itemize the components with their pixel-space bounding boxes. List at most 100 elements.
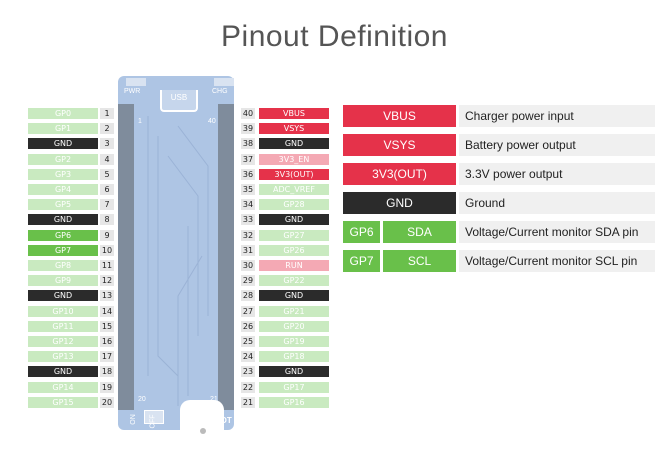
- legend-description: Voltage/Current monitor SCL pin: [459, 250, 655, 272]
- legend-swatch: VSYS: [343, 134, 456, 156]
- legend-swatch: GP7: [343, 250, 380, 272]
- left-pin-number: 18: [100, 366, 114, 378]
- left-pin-label: GND: [28, 138, 98, 150]
- left-pin-label: GP6: [28, 229, 98, 241]
- right-pin-label: GP19: [259, 336, 329, 347]
- legend-swatch: VBUS: [343, 105, 456, 127]
- right-pin-number: 38: [241, 138, 255, 150]
- right-pin-number: 31: [241, 244, 255, 256]
- corner-20-label: 20: [138, 396, 146, 403]
- left-pin-number: 11: [100, 260, 114, 271]
- left-pin-label: GND: [28, 290, 98, 302]
- left-pin-label: GP3: [28, 168, 98, 180]
- right-pin-number: 35: [241, 184, 255, 195]
- right-pin-label: GND: [259, 290, 329, 302]
- right-pin-number: 34: [241, 199, 255, 211]
- legend-swatch: 3V3(OUT): [343, 163, 456, 185]
- left-pin-label: GP1: [28, 123, 98, 135]
- right-pin-number: 23: [241, 366, 255, 378]
- right-pin-number: 26: [241, 320, 255, 332]
- right-pin-label: GND: [259, 366, 329, 378]
- left-pin-label: GND: [28, 366, 98, 378]
- page-title: Pinout Definition: [221, 20, 448, 53]
- left-pin-number: 1: [100, 108, 114, 119]
- right-pin-number: 21: [241, 396, 255, 408]
- pwr-label: PWR: [124, 88, 141, 95]
- left-pin-number: 14: [100, 305, 114, 317]
- left-header-strip: [118, 104, 134, 410]
- right-pin-number: 39: [241, 123, 255, 135]
- legend-description: Battery power output: [459, 134, 655, 156]
- legend-description: Charger power input: [459, 105, 655, 127]
- right-header-strip: [218, 104, 234, 410]
- left-pin-number: 7: [100, 199, 114, 211]
- right-pin-label: GP17: [259, 381, 329, 393]
- right-pin-number: 30: [241, 260, 255, 271]
- usb-connector: USB: [160, 90, 198, 112]
- left-pin-label: GP15: [28, 396, 98, 408]
- legend-description: Ground: [459, 192, 655, 214]
- left-pin-number: 9: [100, 229, 114, 241]
- right-pin-number: 29: [241, 275, 255, 287]
- left-pin-label: GP5: [28, 199, 98, 211]
- left-pin-number: 16: [100, 336, 114, 347]
- left-pin-label: GP7: [28, 244, 98, 256]
- right-pin-label: GP28: [259, 199, 329, 211]
- right-pin-label: 3V3(OUT): [259, 168, 329, 180]
- left-pin-label: GP0: [28, 108, 98, 119]
- right-pin-label: GP20: [259, 320, 329, 332]
- left-pin-number: 13: [100, 290, 114, 302]
- left-pin-number: 4: [100, 153, 114, 165]
- legend-description: 3.3V power output: [459, 163, 655, 185]
- legend-swatch: SDA: [383, 221, 456, 243]
- board: [118, 76, 234, 430]
- right-pin-number: 25: [241, 336, 255, 347]
- chg-led: [214, 78, 234, 86]
- left-pin-label: GP9: [28, 275, 98, 287]
- right-pin-label: VBUS: [259, 108, 329, 119]
- right-pin-number: 37: [241, 153, 255, 165]
- legend-swatch: GP6: [343, 221, 380, 243]
- pwr-led: [126, 78, 146, 86]
- left-pin-label: GP8: [28, 260, 98, 271]
- corner-1-label: 1: [138, 118, 142, 125]
- off-label: OFF: [149, 414, 157, 429]
- left-pin-number: 17: [100, 351, 114, 363]
- right-pin-label: GP16: [259, 396, 329, 408]
- right-pin-label: ADC_VREF: [259, 184, 329, 195]
- left-pin-label: GP14: [28, 381, 98, 393]
- left-pin-number: 12: [100, 275, 114, 287]
- right-pin-label: GP27: [259, 229, 329, 241]
- right-pin-number: 22: [241, 381, 255, 393]
- right-pin-number: 28: [241, 290, 255, 302]
- right-pin-label: GP18: [259, 351, 329, 363]
- legend-description: Voltage/Current monitor SDA pin: [459, 221, 655, 243]
- legend-swatch: GND: [343, 192, 456, 214]
- left-pin-number: 3: [100, 138, 114, 150]
- boot-button[interactable]: [200, 428, 206, 434]
- right-pin-label: VSYS: [259, 123, 329, 135]
- right-pin-number: 27: [241, 305, 255, 317]
- left-pin-number: 15: [100, 320, 114, 332]
- corner-21-label: 21: [210, 396, 218, 403]
- right-pin-number: 36: [241, 168, 255, 180]
- power-switch[interactable]: [144, 410, 164, 424]
- right-pin-label: 3V3_EN: [259, 153, 329, 165]
- usb-label: USB: [170, 93, 188, 102]
- corner-40-label: 40: [208, 118, 216, 125]
- on-label: ON: [129, 414, 137, 425]
- legend-swatch: SCL: [383, 250, 456, 272]
- right-pin-label: RUN: [259, 260, 329, 271]
- left-pin-label: GP11: [28, 320, 98, 332]
- left-pin-number: 20: [100, 396, 114, 408]
- right-pin-number: 33: [241, 214, 255, 226]
- left-pin-number: 2: [100, 123, 114, 135]
- right-pin-label: GP22: [259, 275, 329, 287]
- right-pin-number: 32: [241, 229, 255, 241]
- right-pin-label: GP21: [259, 305, 329, 317]
- board-traces: [147, 116, 209, 406]
- left-pin-label: GND: [28, 214, 98, 226]
- right-pin-number: 24: [241, 351, 255, 363]
- left-pin-label: GP12: [28, 336, 98, 347]
- left-pin-label: GP10: [28, 305, 98, 317]
